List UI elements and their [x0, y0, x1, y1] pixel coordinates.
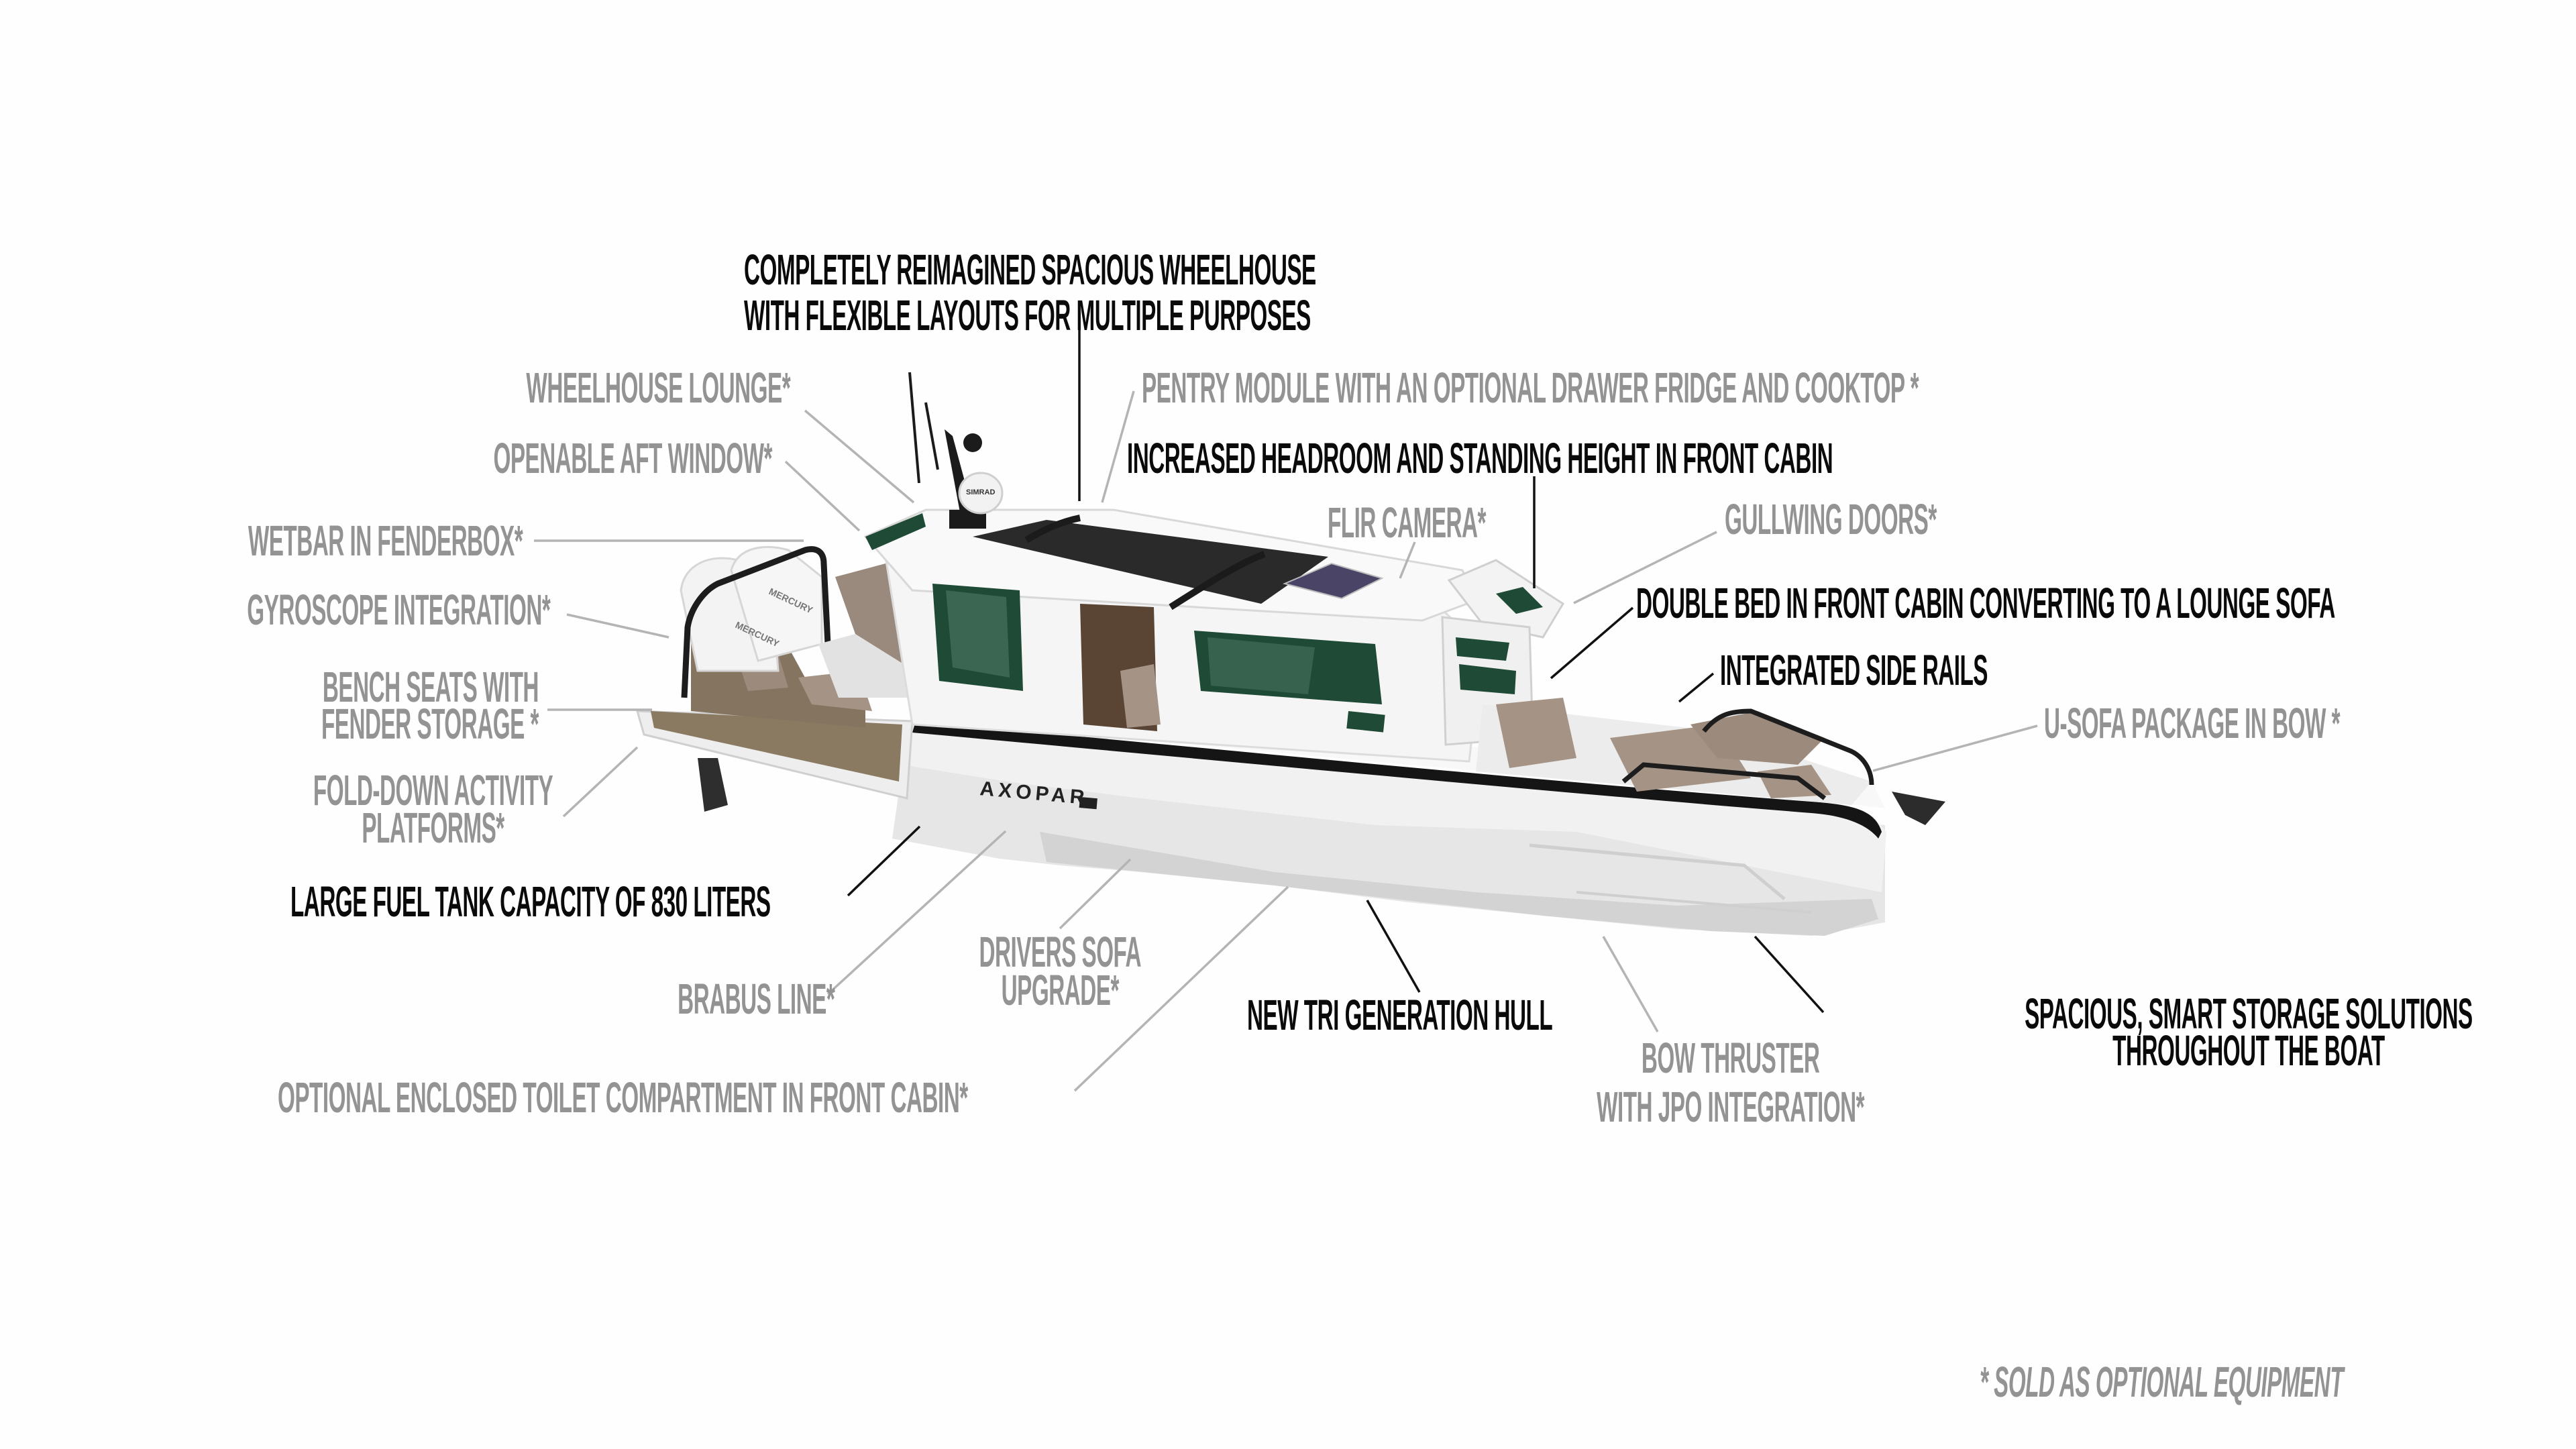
- bow-rail: [1621, 762, 1827, 800]
- hull-keel-shadow: [1040, 832, 1878, 936]
- label-gullwing-doors: GULLWING DOORS*: [1725, 495, 1937, 543]
- bow-sofa-back: [1690, 711, 1825, 765]
- leader-side-rails: [1678, 672, 1715, 703]
- side-window-glare: [946, 590, 1010, 678]
- leader-storage: [1754, 935, 1825, 1014]
- label-bow-thruster: BOW THRUSTER WITH JPO INTEGRATION*: [1597, 1034, 1865, 1131]
- roof-canvas: [973, 520, 1328, 604]
- label-storage: SPACIOUS, SMART STORAGE SOLUTIONS THROUG…: [2025, 989, 2473, 1075]
- brand-badge: [1079, 797, 1097, 810]
- leader-wheelhouse-lounge: [804, 409, 915, 504]
- label-flir-camera: FLIR CAMERA*: [1328, 498, 1486, 547]
- outboard-lower-unit: [698, 758, 728, 812]
- bow-rail: [1702, 708, 1874, 786]
- gullwing-window: [1456, 637, 1509, 661]
- side-window-glare: [1208, 637, 1315, 694]
- label-u-sofa: U-SOFA PACKAGE IN BOW *: [2044, 699, 2341, 747]
- label-double-bed: DOUBLE BED IN FRONT CABIN CONVERTING TO …: [1636, 579, 2335, 627]
- label-fold-down: FOLD-DOWN ACTIVITY PLATFORMS*: [313, 766, 553, 852]
- helm-seat: [1496, 698, 1576, 768]
- antenna: [924, 402, 939, 470]
- label-wheelhouse-line1: COMPLETELY REIMAGINED SPACIOUS WHEELHOUS…: [744, 246, 1316, 294]
- leader-tri-hull: [1366, 900, 1421, 993]
- hull-side: [902, 724, 1886, 892]
- leader-pentry: [1101, 390, 1135, 503]
- label-aft-window: OPENABLE AFT WINDOW*: [493, 434, 773, 482]
- radar-brand: SIMRAD: [966, 488, 995, 496]
- leader-double-bed: [1550, 606, 1634, 680]
- leader-brabus: [826, 830, 1007, 996]
- label-wheelhouse-lounge: WHEELHOUSE LOUNGE*: [526, 364, 790, 412]
- leader-fold-down: [562, 746, 639, 818]
- aft-window: [865, 513, 926, 550]
- leader-flir: [1399, 541, 1416, 579]
- hull-strake: [1529, 843, 1786, 900]
- label-wheelhouse-line2: WITH FLEXIBLE LAYOUTS FOR MULTIPLE PURPO…: [744, 291, 1311, 339]
- label-tri-hull: NEW TRI GENERATION HULL: [1247, 991, 1553, 1039]
- stern-rail: [681, 546, 832, 698]
- roof-rail: [1024, 515, 1081, 543]
- leader-bow-thruster: [1602, 936, 1659, 1032]
- radar-dome: [958, 472, 1004, 515]
- anchor: [1892, 792, 1945, 825]
- hatch-small: [1346, 711, 1385, 733]
- label-drivers-sofa: DRIVERS SOFA UPGRADE*: [979, 928, 1141, 1014]
- leader-toilet: [1073, 885, 1289, 1092]
- label-headroom: INCREASED HEADROOM AND STANDING HEIGHT I…: [1127, 434, 1833, 482]
- mast-light: [963, 433, 982, 452]
- label-wetbar: WETBAR IN FENDERBOX*: [248, 517, 523, 565]
- hull-strake: [1576, 891, 1812, 914]
- roof-rail: [1169, 551, 1266, 610]
- label-wheelhouse: COMPLETELY REIMAGINED SPACIOUS WHEELHOUS…: [744, 247, 1844, 338]
- footnote-optional-equipment: * SOLD AS OPTIONAL EQUIPMENT: [1980, 1358, 2344, 1406]
- label-toilet: OPTIONAL ENCLOSED TOILET COMPARTMENT IN …: [278, 1073, 968, 1122]
- leader-aft-window: [784, 460, 861, 532]
- label-gyroscope: GYROSCOPE INTEGRATION*: [246, 586, 551, 634]
- leader-drivers-sofa: [1059, 858, 1132, 930]
- cabin-seat: [1120, 664, 1161, 728]
- label-pentry-module: PENTRY MODULE WITH AN OPTIONAL DRAWER FR…: [1142, 364, 1919, 412]
- outboard-engine: [730, 545, 823, 662]
- swim-platform-teak: [651, 711, 902, 782]
- solar-panel: [1282, 562, 1384, 600]
- gullwing-window: [1496, 587, 1543, 614]
- antenna: [908, 372, 920, 484]
- leader-gullwing: [1573, 531, 1717, 604]
- gullwing-window: [1459, 664, 1516, 694]
- label-brabus-line: BRABUS LINE*: [677, 975, 835, 1023]
- leader-fuel-tank: [847, 825, 921, 897]
- gunwale-stripe: [912, 721, 1882, 839]
- leader-gyroscope: [566, 613, 669, 639]
- leader-u-sofa: [1872, 724, 2038, 772]
- label-side-rails: INTEGRATED SIDE RAILS: [1720, 646, 1988, 694]
- label-bench-seats: BENCH SEATS WITH FENDER STORAGE *: [321, 663, 539, 748]
- label-fuel-tank: LARGE FUEL TANK CAPACITY OF 830 LITERS: [290, 877, 771, 926]
